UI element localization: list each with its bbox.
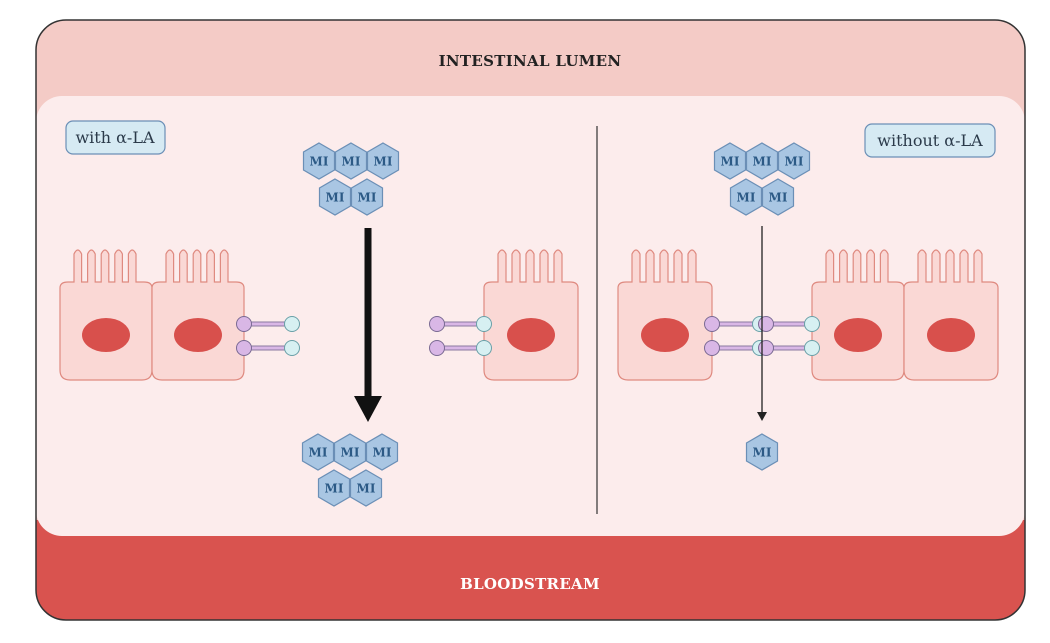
right-cell-3 xyxy=(903,249,999,381)
left-cell-1 xyxy=(59,249,153,381)
mi-molecule: MI xyxy=(334,142,368,180)
molecule-label: MI xyxy=(753,155,772,169)
molecule-label: MI xyxy=(769,191,788,205)
nucleus xyxy=(834,318,882,352)
left-condition-badge: with α-LA xyxy=(65,120,166,155)
mi-molecule: MI xyxy=(745,142,779,180)
nucleus xyxy=(641,318,689,352)
mi-molecule: MI xyxy=(349,469,383,507)
mi-molecule: MI xyxy=(317,469,351,507)
left-condition-label: with α-LA xyxy=(75,128,154,147)
tight-junction-protein xyxy=(758,316,820,332)
mi-molecule: MI xyxy=(302,142,336,180)
molecule-label: MI xyxy=(374,155,393,169)
nucleus xyxy=(507,318,555,352)
molecule-label: MI xyxy=(358,191,377,205)
tight-junction-protein xyxy=(429,316,492,332)
mi-molecule: MI xyxy=(777,142,811,180)
tight-junction-protein xyxy=(236,316,300,332)
mi-molecule: MI xyxy=(729,178,763,216)
frame-border xyxy=(35,19,1026,621)
mi-molecule: MI xyxy=(350,178,384,216)
mi-molecule: MI xyxy=(366,142,400,180)
mi-molecule: MI xyxy=(761,178,795,216)
tight-junction-protein xyxy=(236,340,300,356)
molecule-label: MI xyxy=(341,446,360,460)
molecule-label: MI xyxy=(737,191,756,205)
nucleus xyxy=(82,318,130,352)
bloodstream-region xyxy=(36,520,1025,620)
molecule-label: MI xyxy=(373,446,392,460)
molecule-label: MI xyxy=(342,155,361,169)
left-cell-2 xyxy=(151,249,245,381)
molecule-label: MI xyxy=(785,155,804,169)
tight-junctions xyxy=(236,316,820,356)
mi-molecule: MI xyxy=(301,433,335,471)
mi-molecule-single: MI xyxy=(745,433,779,471)
right-transport-arrow xyxy=(757,226,767,421)
tight-junction-protein xyxy=(704,340,768,356)
molecule-label: MI xyxy=(326,191,345,205)
mi-molecule: MI xyxy=(365,433,399,471)
epithelial-cells xyxy=(59,249,999,381)
right-condition-label: without α-LA xyxy=(877,131,983,150)
molecule-label: MI xyxy=(721,155,740,169)
mi-molecule: MI xyxy=(318,178,352,216)
molecule-clusters: MI MI MI MI MI MI MI MI MI MI MI MI MI MI MI MI xyxy=(301,142,811,507)
left-transport-arrow xyxy=(354,228,382,422)
bottom-region-label: BLOODSTREAM xyxy=(460,575,600,593)
molecule-label: MI xyxy=(357,482,376,496)
nucleus xyxy=(927,318,975,352)
molecule-label: MI xyxy=(309,446,328,460)
mi-molecule: MI xyxy=(713,142,747,180)
molecule-label: MI xyxy=(753,446,772,460)
left-cell-3 xyxy=(483,249,579,381)
right-cell-2 xyxy=(811,249,905,381)
right-cell-1 xyxy=(617,249,713,381)
nucleus xyxy=(174,318,222,352)
molecule-label: MI xyxy=(310,155,329,169)
tight-junction-protein xyxy=(429,340,492,356)
top-region-label: INTESTINAL LUMEN xyxy=(439,52,622,70)
right-condition-badge: without α-LA xyxy=(864,123,996,158)
mi-molecule: MI xyxy=(333,433,367,471)
molecule-label: MI xyxy=(325,482,344,496)
